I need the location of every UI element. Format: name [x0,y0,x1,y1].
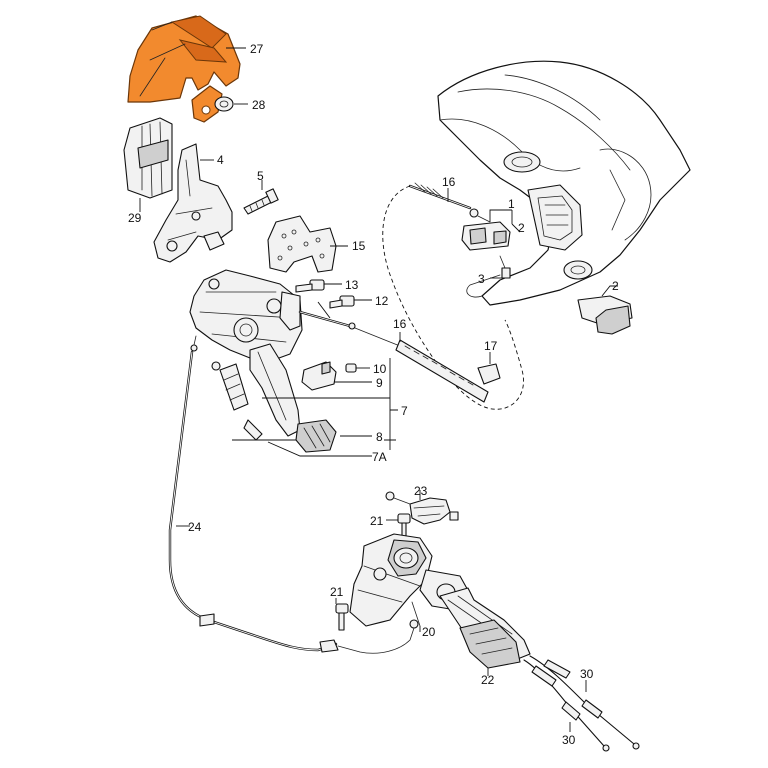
switch-part-2 [577,285,633,335]
cover-part-29 [123,117,173,212]
bolt-part-21-lower [335,598,349,631]
callout-9: 9 [376,376,383,390]
callout-12: 12 [375,294,389,308]
callout-30-lower: 30 [562,733,576,747]
bolt-part-13 [295,279,342,293]
leader-lines [232,301,398,457]
cable-part-24 [168,335,419,654]
callout-23: 23 [414,484,428,498]
callout-17: 17 [484,339,498,353]
callout-4: 4 [217,153,224,167]
mechanism-part-20 [349,533,471,632]
washer-part-28 [214,96,248,112]
callout-20: 20 [422,625,436,639]
bracket-part-23 [385,490,459,525]
cable-16-lower [298,310,489,403]
callout-7: 7 [401,404,408,418]
damper-rod [211,361,263,441]
lever-part-22 [439,587,531,676]
callout-5: 5 [257,169,264,183]
callout-1: 1 [508,197,515,211]
bracket-part-4 [153,143,233,263]
callout-labels: 27 28 29 4 5 15 13 12 16 16 1 2 2 3 10 9… [128,42,619,747]
callout-15: 15 [352,239,366,253]
callout-22: 22 [481,673,495,687]
callout-3: 3 [478,272,485,286]
clip-part-17 [477,352,501,385]
callout-28: 28 [252,98,266,112]
callout-30-upper: 30 [580,667,594,681]
callout-7a: 7A [372,450,387,464]
callout-13: 13 [345,278,359,292]
connector-part-1 [461,209,521,279]
detail-outline [382,185,524,410]
callout-2-upper: 2 [518,221,525,235]
cables-part-30 [523,655,640,752]
callout-27: 27 [250,42,264,56]
sensor-part-9-10 [301,361,372,391]
callout-24: 24 [188,520,202,534]
pedal-assembly-7 [189,269,337,453]
cable-16-upper [408,182,491,223]
highlighted-part-27 [127,15,246,123]
plate-part-15 [267,215,348,273]
callout-21-upper: 21 [370,514,384,528]
callout-10: 10 [373,362,387,376]
bolt-part-5 [243,180,279,215]
callout-16-upper: 16 [442,175,456,189]
callout-29: 29 [128,211,142,225]
bolt-part-12 [329,295,372,309]
callout-16-lower: 16 [393,317,407,331]
callout-8: 8 [376,430,383,444]
dashboard-panel [437,60,691,306]
callout-2-right: 2 [612,279,619,293]
callout-21-lower: 21 [330,585,344,599]
